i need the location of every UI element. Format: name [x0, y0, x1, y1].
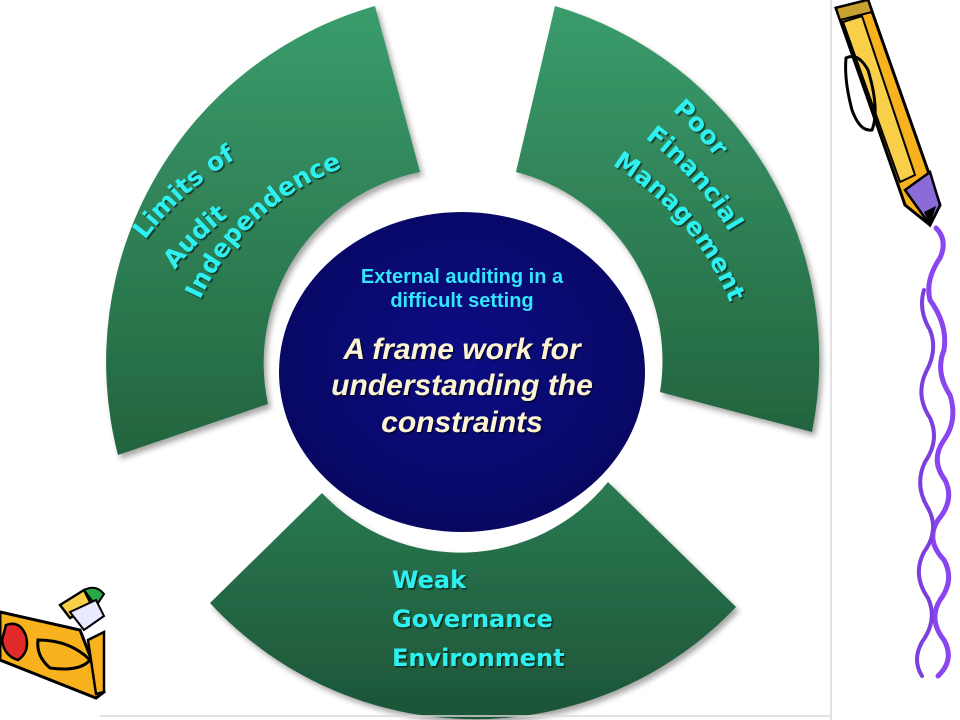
segment-bottom-line-1: Weak — [392, 566, 467, 594]
center-circle-fill — [279, 212, 645, 532]
segment-bottom — [210, 482, 736, 720]
segment-right — [516, 6, 820, 432]
squiggle-line-shadow — [915, 288, 936, 678]
pencil-icon — [0, 586, 106, 700]
center-subtitle-line-1: External auditing in a — [361, 266, 564, 288]
center-title-line-2: understanding the — [331, 369, 593, 402]
center-title-line-3: constraints — [381, 406, 543, 439]
segment-bottom-line-2: Governance — [392, 605, 553, 633]
center-text: External auditing in a difficult setting… — [331, 266, 593, 439]
squiggle-line — [926, 225, 956, 679]
segment-bottom-line-3: Environment — [392, 644, 565, 672]
segment-bottom-label: Weak Governance Environment — [392, 566, 565, 672]
segment-left — [106, 6, 420, 455]
center-title-line-1: A frame work for — [342, 333, 583, 366]
pencil-icon — [834, 0, 942, 228]
center-subtitle-line-2: difficult setting — [390, 290, 533, 312]
